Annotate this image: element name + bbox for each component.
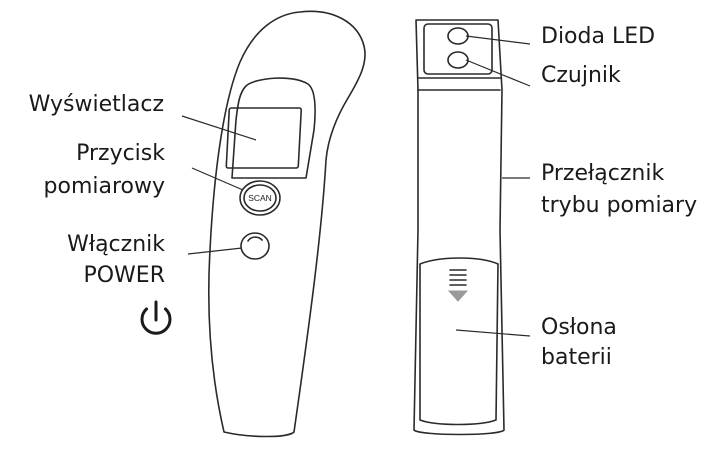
power-button-shine <box>247 236 263 242</box>
power-icon <box>140 300 172 335</box>
led-diode <box>447 27 469 45</box>
scan-button-label: SCAN <box>248 193 272 203</box>
back-body-outline <box>413 19 505 436</box>
front-face-inner-outline <box>231 77 316 179</box>
label-sensor: Czujnik <box>541 63 621 88</box>
leader-battery-cover <box>455 329 531 337</box>
temperature-sensor <box>447 51 469 69</box>
leader-sensor <box>465 59 531 87</box>
leader-lines <box>181 35 531 337</box>
label-battery-cover-line1: Osłona <box>541 315 617 340</box>
scan-button[interactable] <box>239 180 281 216</box>
down-arrow-icon <box>447 269 469 302</box>
back-view <box>413 19 505 436</box>
label-measure-button-line1: Przycisk <box>76 141 165 166</box>
label-display: Wyświetlacz <box>29 92 164 117</box>
label-power-line2: POWER <box>83 263 165 288</box>
sensor-window <box>423 23 493 75</box>
label-mode-switch-line2: trybu pomiary <box>541 193 697 218</box>
power-button[interactable] <box>240 232 270 260</box>
back-head-band <box>417 77 501 91</box>
front-view: SCAN <box>207 10 366 438</box>
scan-button-inner <box>243 184 277 212</box>
label-mode-switch-line1: Przełącznik <box>541 161 664 186</box>
label-led: Dioda LED <box>541 24 655 49</box>
display-screen <box>225 107 303 169</box>
label-battery-cover-line2: baterii <box>541 345 612 370</box>
label-power-line1: Włącznik <box>67 232 165 257</box>
leader-power <box>187 247 243 255</box>
front-body-outline <box>207 10 366 438</box>
leader-display <box>181 115 257 141</box>
leader-led <box>465 35 531 45</box>
battery-cover[interactable] <box>419 257 499 426</box>
leader-measure-button <box>191 167 244 191</box>
label-measure-button-line2: pomiarowy <box>44 174 165 199</box>
